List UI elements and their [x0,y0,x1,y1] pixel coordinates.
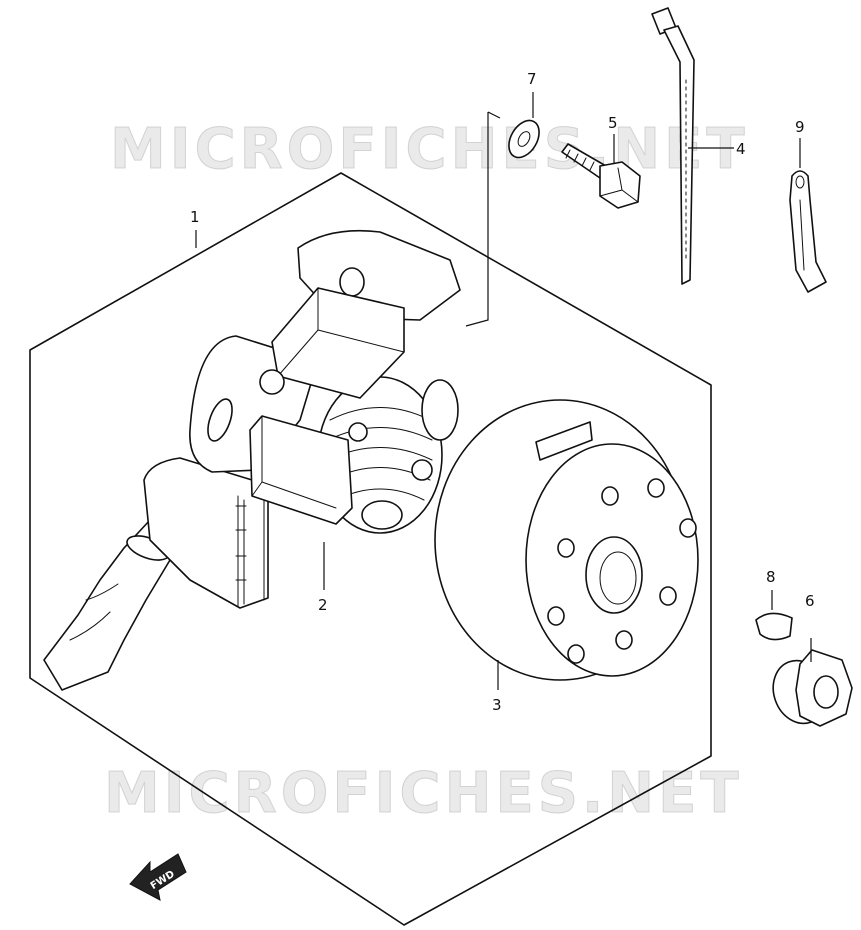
coil-bolt [411,459,433,481]
pickup-screw [259,369,285,395]
callout-1: 1 [190,208,200,226]
block-screw [348,422,368,442]
callout-4: 4 [736,140,746,158]
watermark-bottom: MICROFICHES.NET [104,761,743,826]
wire-clamp [789,170,827,293]
coil-lower-lobe [361,500,403,530]
fwd-direction-marker: FWD [129,853,187,901]
fastener-bracket [465,111,501,327]
bolt [561,143,641,209]
woodruff-key [755,612,793,641]
plate-slot [207,398,233,442]
flange-nut [772,649,853,727]
callout-7: 7 [527,70,537,88]
bracket-hole [339,267,365,297]
watermark-top: MICROFICHES.NET [110,117,749,182]
stator-assembly [43,229,461,691]
callout-3: 3 [492,696,502,714]
cable-tie-strap [663,25,695,285]
flywheel-rotor [434,399,699,681]
nut-bore [813,675,839,709]
clamp-body [789,170,827,293]
cable-tie [651,7,695,285]
callout-5: 5 [608,114,618,132]
callout-6: 6 [805,592,815,610]
callout-2: 2 [318,596,328,614]
flywheel-key-slot [535,421,593,461]
coil-bolt-boss [421,379,459,441]
callout-8: 8 [766,568,776,586]
callout-9: 9 [795,118,805,136]
assembly-outline [29,172,712,926]
harness-body [143,457,269,609]
fwd-arrow-icon [129,853,187,901]
flywheel-hub [585,536,643,614]
washer [508,119,540,159]
flywheel-holes [547,478,697,664]
